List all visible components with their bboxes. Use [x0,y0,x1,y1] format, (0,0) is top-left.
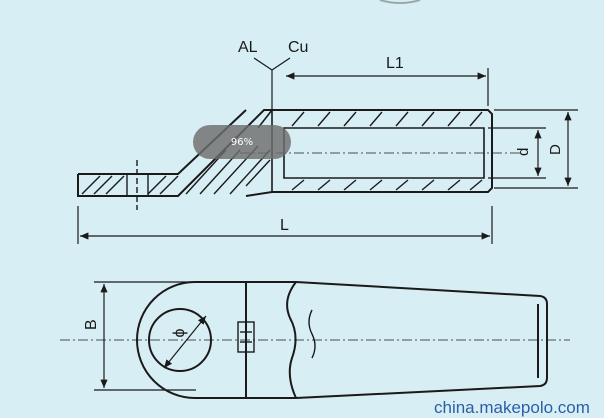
label-d-large: D [547,144,564,155]
dim-d-large [494,109,578,189]
label-d-small: d [515,148,532,156]
label-phi: ϕ [171,328,188,337]
top-view-crimp-wave [308,309,316,359]
side-view-outline [77,109,493,197]
joint-marker [237,321,255,353]
label-l1: L1 [386,55,404,72]
watermark: china.makepolo.com [434,398,590,417]
dim-d-small [488,127,546,179]
top-arc-decoration [379,0,421,4]
side-bolt-hole [126,160,149,210]
side-view-bore [283,127,485,179]
palm-hatching [81,175,179,195]
barrel-bottom-hatching [291,179,483,191]
top-view-crimp-curve [286,281,297,399]
dim-b [94,281,196,391]
label-l: L [280,217,289,234]
material-leaders [253,57,291,110]
label-b: B [83,319,100,330]
barrel-top-hatching [291,111,483,127]
top-view [136,281,548,399]
label-al: AL [238,39,258,56]
dim-l1 [286,68,489,106]
label-cu: Cu [288,39,308,56]
top-view-outline [136,281,548,399]
dim-l [77,206,493,244]
zoom-indicator: 96% [193,125,291,159]
bolt-hole-diameter-line [163,315,207,369]
